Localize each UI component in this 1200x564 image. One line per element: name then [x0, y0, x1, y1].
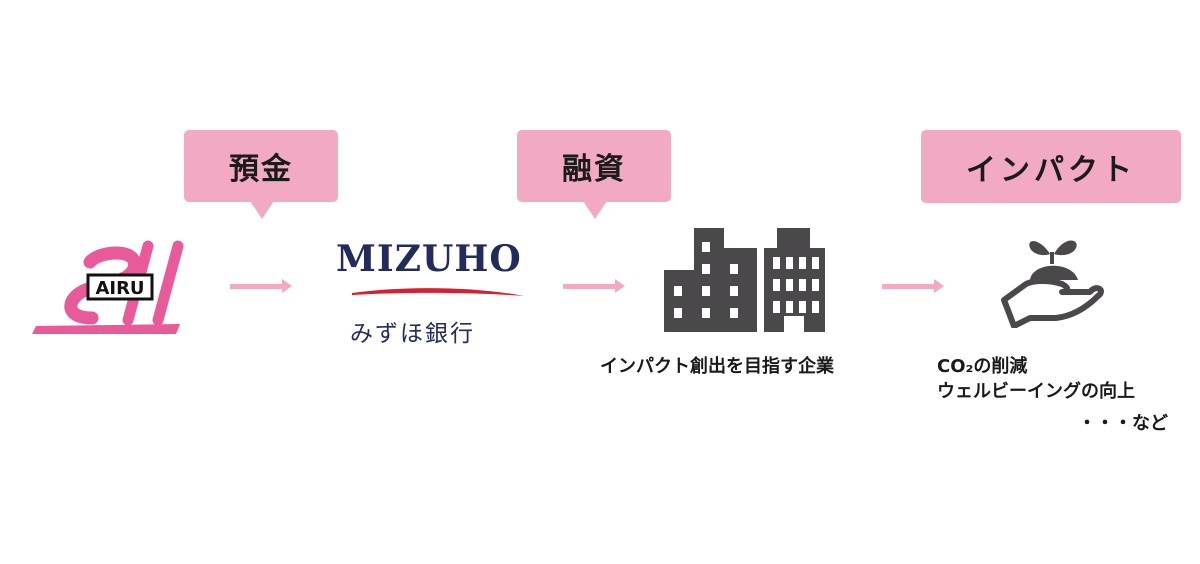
loan-label: 融資 [562, 152, 626, 187]
mizuho-logo-text: MIZUHO [336, 238, 522, 280]
airu-logo: AIRU [30, 238, 190, 334]
impact-label: インパクト [966, 152, 1136, 188]
deposit-label: 預金 [229, 152, 293, 187]
arrow-right-icon [563, 279, 625, 293]
mizuho-bank-name: みずほ銀行 [350, 321, 475, 347]
impact-line-etc: ・・・など [1078, 413, 1168, 434]
svg-text:AIRU: AIRU [95, 278, 144, 299]
arrow-right-icon [230, 279, 292, 293]
airu-logo-icon: AIRU [32, 240, 184, 334]
impact-bubble: インパクト [921, 130, 1181, 203]
bubble-tail [250, 201, 274, 219]
arrow-right-icon [882, 279, 944, 293]
mizuho-swoosh-icon [352, 288, 524, 296]
bubble-tail [583, 201, 607, 219]
company-caption: インパクト創出を目指す企業 [600, 356, 834, 377]
buildings-icon [664, 228, 825, 332]
deposit-bubble: 預金 [184, 130, 338, 219]
impact-line-wellbeing: ウェルビーイングの向上 [937, 381, 1135, 402]
company-buildings [664, 228, 826, 332]
loan-bubble: 融資 [517, 130, 671, 219]
impact-hand-sprout [1000, 232, 1104, 329]
hand-sprout-icon [1001, 240, 1104, 329]
mizuho-logo: MIZUHO みずほ銀行 [334, 238, 524, 348]
impact-line-co2: CO₂の削減 [937, 356, 1028, 377]
